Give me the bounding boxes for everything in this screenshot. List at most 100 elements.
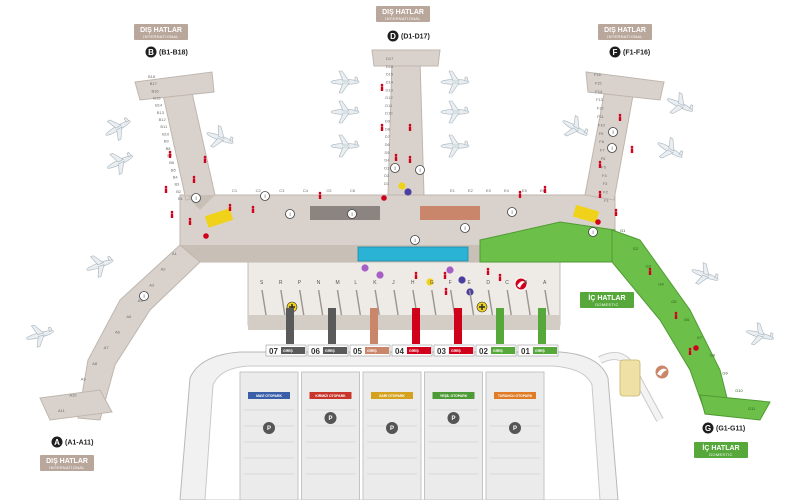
- gate-label[interactable]: E5: [522, 188, 528, 193]
- gate-label[interactable]: A5: [126, 314, 132, 319]
- gate-label[interactable]: B5: [171, 167, 177, 172]
- info-icon[interactable]: i: [507, 207, 517, 217]
- checkin-row-j[interactable]: J: [392, 280, 399, 316]
- gate-label[interactable]: F16: [594, 72, 602, 77]
- checkin-row-d[interactable]: D: [486, 280, 494, 316]
- gate-label[interactable]: G11: [748, 406, 756, 411]
- gate-label[interactable]: F4: [602, 173, 607, 178]
- pier-badge-g[interactable]: G(G1-G11): [702, 422, 746, 434]
- checkin-row-s[interactable]: S: [260, 280, 267, 316]
- gate-label[interactable]: A6: [115, 330, 121, 335]
- gate-label[interactable]: G7: [697, 335, 703, 340]
- gate-label[interactable]: D8: [385, 126, 391, 131]
- gate-label[interactable]: C2: [256, 188, 262, 193]
- pier-badge-a[interactable]: A(A1-A11): [51, 436, 94, 448]
- gate-label[interactable]: A4: [138, 298, 144, 303]
- gate-label[interactable]: D4: [384, 158, 390, 163]
- gate-label[interactable]: E2: [468, 188, 474, 193]
- gate-label[interactable]: D14: [386, 79, 394, 84]
- info-icon[interactable]: i: [410, 235, 420, 245]
- checkin-row-n[interactable]: N: [317, 280, 324, 316]
- gate-label[interactable]: E1: [450, 188, 456, 193]
- gate-label[interactable]: D15: [386, 72, 394, 77]
- gate-label[interactable]: B9: [164, 139, 170, 144]
- gate-label[interactable]: B2: [176, 189, 182, 194]
- gate-label[interactable]: B12: [159, 117, 167, 122]
- gate-label[interactable]: C3: [279, 188, 285, 193]
- gate-label[interactable]: F7: [600, 148, 605, 153]
- gate-label[interactable]: D7: [385, 134, 391, 139]
- gate-label[interactable]: A3: [149, 282, 155, 287]
- checkin-row-l[interactable]: L: [354, 280, 362, 316]
- pier-badge-d[interactable]: D(D1-D17): [387, 30, 430, 42]
- gate-label[interactable]: B14: [155, 103, 163, 108]
- checkin-row-a[interactable]: A: [543, 280, 550, 316]
- gate-label[interactable]: D5: [385, 150, 391, 155]
- gate-label[interactable]: D2: [384, 173, 390, 178]
- gate-label[interactable]: F11: [597, 114, 604, 119]
- gate-label[interactable]: G8: [710, 353, 716, 358]
- checkin-row-b[interactable]: B: [524, 280, 531, 316]
- gate-label[interactable]: D12: [385, 95, 393, 100]
- gate-label[interactable]: G9: [722, 370, 728, 375]
- checkin-row-e[interactable]: E: [468, 280, 475, 316]
- gate-label[interactable]: A7: [104, 345, 110, 350]
- gate-label[interactable]: F2: [603, 190, 608, 195]
- gate-label[interactable]: G6: [684, 317, 690, 322]
- checkin-row-g[interactable]: G: [430, 280, 437, 316]
- gate-label[interactable]: A9: [81, 377, 87, 382]
- gate-label[interactable]: B11: [160, 124, 168, 129]
- gate-label[interactable]: G4: [658, 281, 664, 286]
- gate-label[interactable]: F5: [601, 164, 606, 169]
- checkin-row-c[interactable]: C: [505, 280, 512, 316]
- pier-badge-f[interactable]: F(F1-F16): [609, 46, 651, 58]
- gate-label[interactable]: E3: [486, 188, 492, 193]
- gate-label[interactable]: F6: [601, 156, 606, 161]
- gate-label[interactable]: D17: [386, 56, 394, 61]
- gate-label[interactable]: B4: [173, 175, 179, 180]
- gate-label[interactable]: C1: [232, 188, 238, 193]
- gate-label[interactable]: F3: [603, 181, 608, 186]
- checkin-row-p[interactable]: P: [298, 280, 305, 316]
- gate-label[interactable]: B13: [157, 110, 165, 115]
- gate-label[interactable]: A2: [161, 267, 167, 272]
- info-icon[interactable]: i: [608, 127, 618, 137]
- gate-label[interactable]: F8: [599, 139, 604, 144]
- checkin-row-r[interactable]: R: [279, 280, 286, 316]
- gate-label[interactable]: G5: [671, 299, 677, 304]
- gate-label[interactable]: D9: [385, 119, 391, 124]
- info-icon[interactable]: i: [415, 165, 425, 175]
- checkin-row-m[interactable]: M: [335, 280, 343, 316]
- info-icon[interactable]: i: [285, 209, 295, 219]
- gate-label[interactable]: B8: [166, 146, 172, 151]
- info-icon[interactable]: i: [139, 291, 149, 301]
- gate-label[interactable]: F12: [597, 106, 605, 111]
- gate-label[interactable]: C4: [303, 188, 309, 193]
- gate-label[interactable]: D6: [385, 142, 391, 147]
- gate-label[interactable]: A11: [58, 408, 66, 413]
- gate-label[interactable]: E4: [504, 188, 510, 193]
- gate-label[interactable]: B3: [175, 182, 181, 187]
- info-icon[interactable]: i: [390, 163, 400, 173]
- gate-label[interactable]: F1: [604, 198, 609, 203]
- info-icon[interactable]: i: [588, 227, 598, 237]
- gate-label[interactable]: F9: [599, 131, 604, 136]
- gate-label[interactable]: F13: [596, 97, 604, 102]
- gate-label[interactable]: D16: [386, 64, 394, 69]
- gate-label[interactable]: A8: [92, 361, 98, 366]
- gate-label[interactable]: B1: [178, 196, 184, 201]
- gate-label[interactable]: G10: [735, 388, 743, 393]
- gate-label[interactable]: B10: [162, 131, 170, 136]
- gate-label[interactable]: D1: [384, 181, 390, 186]
- gate-label[interactable]: F15: [595, 80, 603, 85]
- gate-label[interactable]: D10: [385, 111, 393, 116]
